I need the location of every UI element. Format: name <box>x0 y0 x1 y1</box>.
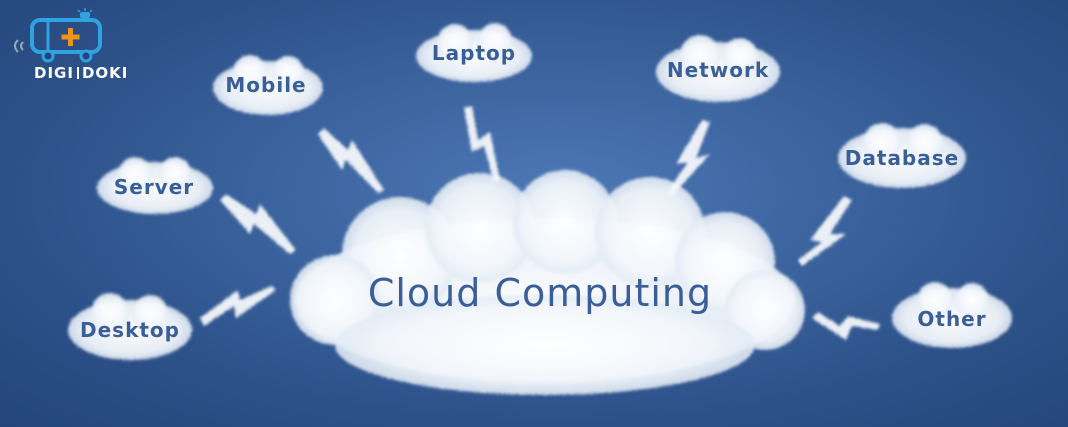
server-label: Server <box>114 175 194 199</box>
logo-word-right: DOKI <box>81 64 129 82</box>
laptop-cloud <box>416 23 532 82</box>
lightning-bolt-icon <box>200 286 276 326</box>
mobile-cloud <box>213 55 323 115</box>
laptop-label: Laptop <box>432 41 516 65</box>
logo-wordmark: DIGI DOKI <box>34 64 128 82</box>
lightning-bolt-icon <box>220 194 296 254</box>
network-label: Network <box>667 58 769 82</box>
database-label: Database <box>845 146 959 170</box>
lightning-bolt-icon <box>464 106 500 182</box>
other-label: Other <box>917 307 986 331</box>
database-cloud <box>838 123 966 188</box>
desktop-cloud <box>68 293 192 360</box>
network-cloud <box>656 35 780 102</box>
digidoki-logo[interactable]: DIGI DOKI <box>8 6 127 86</box>
lightning-bolt-icon <box>798 196 852 266</box>
desktop-label: Desktop <box>80 318 180 342</box>
lightning-bolt-icon <box>812 312 880 340</box>
lightning-bolt-icon <box>318 128 384 193</box>
ambulance-logo-icon <box>14 8 102 63</box>
logo-word-left: DIGI <box>34 64 74 82</box>
lightning-bolt-icon <box>667 120 710 196</box>
center-label: Cloud Computing <box>368 271 712 315</box>
server-cloud <box>97 157 213 214</box>
main-cloud <box>290 170 805 395</box>
other-cloud <box>892 282 1012 348</box>
logo-divider <box>76 67 79 79</box>
mobile-label: Mobile <box>225 73 306 97</box>
